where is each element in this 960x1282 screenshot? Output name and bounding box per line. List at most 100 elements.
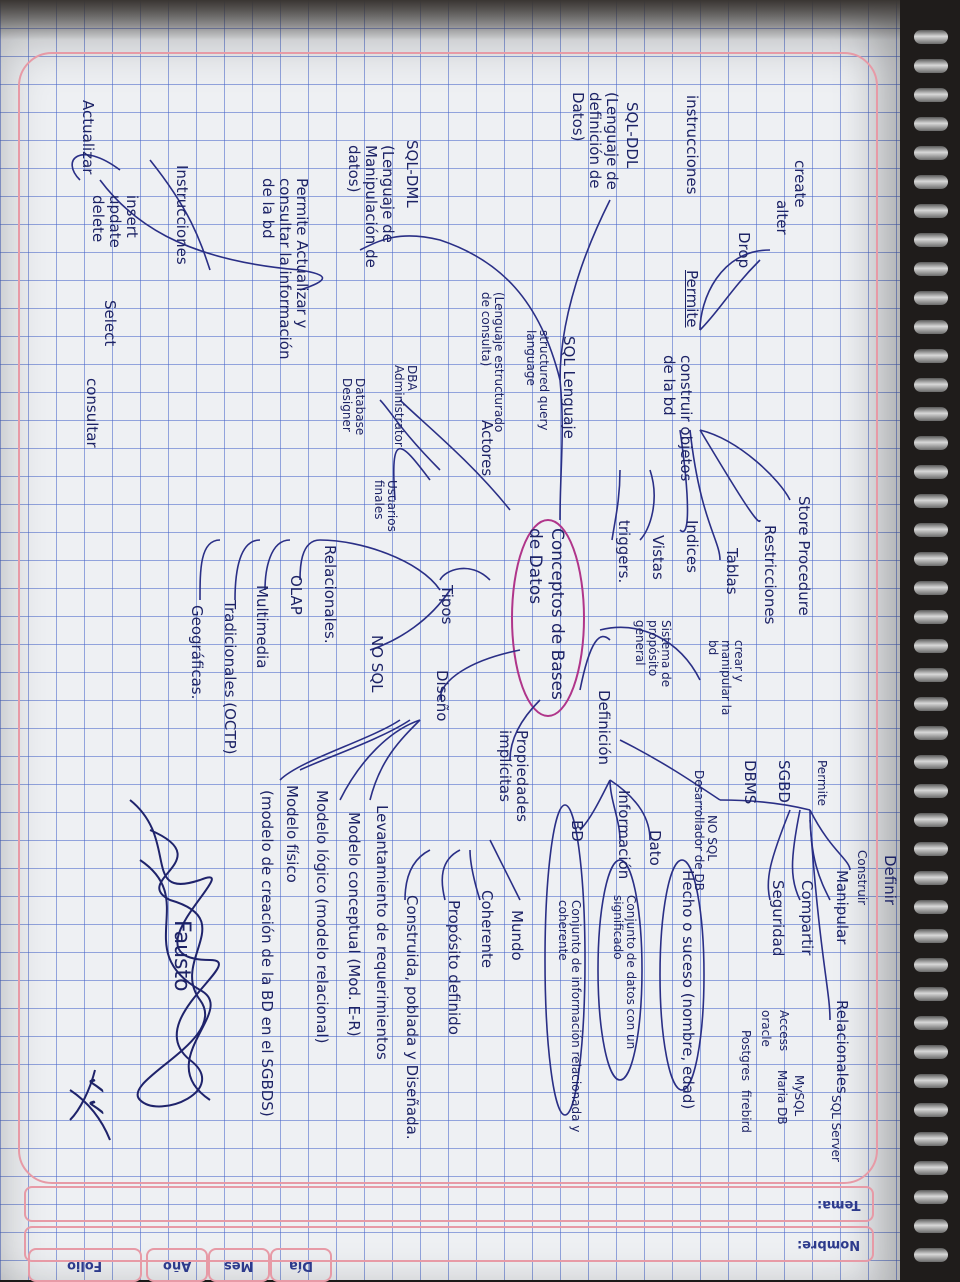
actualizar-label: Actualizar xyxy=(79,100,97,174)
usuarios-box: Usuarios finales xyxy=(372,480,399,560)
product-item: oracle xyxy=(759,1010,773,1047)
select-text: Select xyxy=(101,300,119,347)
dml-permite-text: Permite Actualizar y consultar la inform… xyxy=(259,178,311,360)
object-triggers: triggers. xyxy=(615,520,633,583)
center-node-outline xyxy=(511,519,585,717)
product-mysql: MySQL xyxy=(792,1075,806,1117)
product-item: MySQL xyxy=(792,1075,806,1117)
relacionales-label: Relacionales xyxy=(833,1000,851,1094)
dato-def-text: Hecho o suceso (nombre, edad) xyxy=(679,870,697,1110)
product-oracle: oracle xyxy=(759,1010,773,1047)
ddl-create: create xyxy=(791,160,809,208)
product-item: Access xyxy=(777,1010,791,1052)
product-item: Postgres xyxy=(739,1030,753,1082)
product-maria-db: Maria DB xyxy=(775,1070,789,1125)
page-header: Nombre: Tema: xyxy=(24,1186,874,1276)
dbms-text: DBMS xyxy=(741,760,759,805)
product-firebird: firebird xyxy=(739,1090,753,1133)
diseno-item: (modelo de creación de la BD en el SGBDS… xyxy=(258,790,276,1117)
spiral-ring xyxy=(914,175,948,189)
verb-seguridad: Seguridad xyxy=(769,880,787,956)
dml-update-box: insert update delete xyxy=(89,195,141,275)
product-sql-server: SQL Server xyxy=(829,1095,843,1162)
tema-label: Tema: xyxy=(816,1196,860,1212)
prop-construida: Construida, poblada y Diseñada. xyxy=(403,895,421,1140)
spiral-ring xyxy=(914,1045,948,1059)
product-item: Maria DB xyxy=(775,1070,789,1125)
bd-label: BD xyxy=(568,820,586,842)
prop-proposito: Propósito definido xyxy=(445,900,463,1035)
dml-permite-box: Permite Actualizar y consultar la inform… xyxy=(259,178,311,368)
dba-box: DBA Administrator xyxy=(392,365,419,475)
dml-desc-text: (Lenguaje de Manipulación de datos) xyxy=(345,145,397,268)
spiral-ring xyxy=(914,726,948,740)
spiral-ring xyxy=(914,581,948,595)
crear-box: crear y manipular la bd xyxy=(706,640,746,730)
nombre-label: Nombre: xyxy=(796,1236,860,1252)
spiral-ring xyxy=(914,900,948,914)
consultar-label: consultar xyxy=(83,378,101,448)
signature: Fausto xyxy=(169,920,194,992)
spiral-ring xyxy=(914,1161,948,1175)
spiral-ring xyxy=(914,523,948,537)
propiedades-text: Propiedades implícitas xyxy=(496,730,531,822)
spiral-ring xyxy=(914,262,948,276)
prop-coherente: Coherente xyxy=(478,890,496,968)
spiral-ring xyxy=(914,755,948,769)
product-postgres: Postgres xyxy=(739,1030,753,1082)
dato-def-box: Hecho o suceso (nombre, edad) xyxy=(679,870,697,1110)
diseno-text: Diseño xyxy=(433,670,451,722)
sql-subtitle: structured query language xyxy=(524,330,551,470)
spiral-ring xyxy=(914,668,948,682)
info-def-text: Conjunto de datos con un significado xyxy=(611,895,638,1050)
tipo-multimedia: Multimedia xyxy=(253,585,271,668)
diseno-item: Modelo lógico (modelo relacional) xyxy=(313,790,331,1044)
spiral-ring xyxy=(914,784,948,798)
spiral-ring xyxy=(914,146,948,160)
permite-label: Permite xyxy=(683,270,701,328)
sql-ddl-label: SQL-DDL xyxy=(623,102,641,168)
object-store-procedure: Store Procedure xyxy=(795,496,813,616)
diseno-item-0: Levantamiento de requerimientos xyxy=(373,805,391,1060)
mes-label: Mes xyxy=(224,1257,254,1273)
diseno-label: Diseño xyxy=(433,670,451,722)
definicion-permite-text: Permite xyxy=(815,760,829,807)
prop-item: Propósito definido xyxy=(445,900,463,1035)
spiral-ring xyxy=(914,88,948,102)
spiral-ring xyxy=(914,494,948,508)
spiral-ring xyxy=(914,117,948,131)
verb-item: Definir xyxy=(881,855,899,906)
tipo-tradicionales: Tradicionales (OCTP) xyxy=(221,600,239,754)
ddl-drop: Drop xyxy=(735,232,753,268)
spiral-ring xyxy=(914,378,948,392)
spiral-ring xyxy=(914,233,948,247)
diseno-item-3: Modelo físico xyxy=(283,785,301,883)
diseno-item: Levantamiento de requerimientos xyxy=(373,805,391,1060)
folio-field: Folio xyxy=(28,1248,142,1282)
notebook-page: Conceptos de Bases de Datos SQL Lenguaje… xyxy=(0,0,900,1282)
spiral-ring xyxy=(914,552,948,566)
dml-desc-box: (Lenguaje de Manipulación de datos) xyxy=(345,145,397,275)
spiral-ring xyxy=(914,349,948,363)
diseno-item: Modelo conceptual (Mod. E-R) xyxy=(345,812,363,1037)
spiral-ring xyxy=(914,610,948,624)
sql-subtitle-es: (Lenguaje estructurado de consulta) xyxy=(479,292,506,433)
sql-lenguaje-node: SQL Lenguaje xyxy=(560,336,578,439)
product-access: Access xyxy=(777,1010,791,1052)
spiral-ring xyxy=(914,958,948,972)
diseno-item: Modelo físico xyxy=(283,785,301,883)
construir-box: construir objetos de la bd xyxy=(660,355,695,495)
center-label: Conceptos de Bases de Datos xyxy=(525,528,567,700)
object-tablas: Tablas xyxy=(723,548,741,595)
spiral-ring xyxy=(914,30,948,44)
checkmark-text: ✓✓ xyxy=(80,1075,110,1119)
diseno-item-4: (modelo de creación de la BD en el SGBDS… xyxy=(258,790,276,1117)
no-sql-def: NO SQL xyxy=(705,815,719,861)
no-sql-tipos: NO SQL xyxy=(368,635,386,692)
bd-def-text: Conjunto de información relacionada y co… xyxy=(556,900,583,1133)
ddl-alter: alter xyxy=(773,200,791,235)
bd-def-box: Conjunto de información relacionada y co… xyxy=(556,900,583,1140)
verb-construir: Construir xyxy=(855,850,869,905)
dba-text: DBA Administrator xyxy=(392,365,419,447)
product-item: SQL Server xyxy=(829,1095,843,1162)
